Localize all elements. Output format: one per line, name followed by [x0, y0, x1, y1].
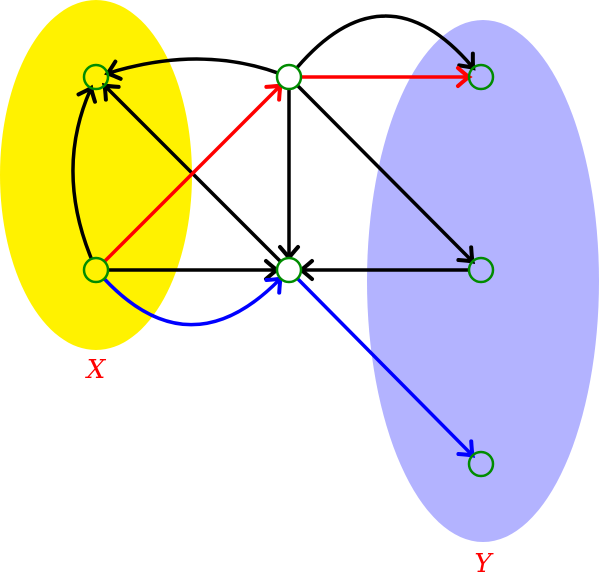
set-x-region — [0, 0, 192, 350]
node-E — [275, 256, 303, 284]
edge-line — [295, 14, 474, 70]
edge-line — [108, 57, 279, 75]
edge-line — [103, 85, 281, 263]
set-y-label: Y — [474, 549, 494, 579]
edge-B-E-black — [278, 89, 300, 262]
node-A — [82, 63, 110, 91]
node-B — [275, 63, 303, 91]
edge-line — [296, 84, 473, 262]
node-C — [467, 63, 495, 91]
edge-line — [102, 277, 281, 327]
nodes-layer — [82, 63, 495, 478]
set-x-label: X — [85, 355, 107, 385]
edge-line — [71, 89, 94, 260]
node-D — [82, 256, 110, 284]
node-G — [467, 450, 495, 478]
edge-line — [296, 277, 473, 456]
node-F — [467, 256, 495, 284]
